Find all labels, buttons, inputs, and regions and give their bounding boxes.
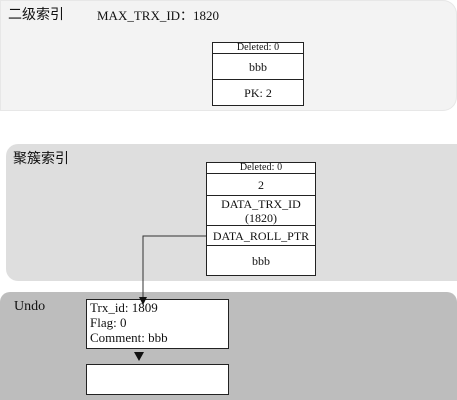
clustered-index-title: 聚簇索引 [13,152,69,167]
secondary-record-header: Deleted: 0 [236,42,280,53]
clustered-record-roll-ptr: DATA_ROLL_PTR [207,225,315,245]
undo-title: Undo [14,299,46,314]
clustered-index-record: Deleted: 0 2 DATA_TRX_ID (1820) DATA_ROL… [206,162,316,276]
undo-comment: Comment: bbb [90,330,168,345]
clustered-record-comment: bbb [207,245,315,275]
clustered-record-id: 2 [207,173,315,195]
secondary-index-title: 二级索引 [8,8,64,23]
clustered-trx-id-value: (1820) [245,210,277,225]
secondary-record-key: bbb [213,53,303,79]
clustered-trx-id-label: DATA_TRX_ID [221,196,301,211]
undo-record: Trx_id: 1809 Flag: 0 Comment: bbb [86,299,229,349]
clustered-record-header: Deleted: 0 [239,162,283,173]
secondary-index-record: Deleted: 0 bbb PK: 2 [212,42,304,106]
clustered-record-trx-id: DATA_TRX_ID (1820) [207,195,315,225]
secondary-record-pk: PK: 2 [213,79,303,105]
max-trx-id-label: MAX_TRX_ID：1820 [97,8,220,23]
undo-flag: Flag: 0 [90,315,127,330]
undo-record-empty [86,364,229,395]
undo-trx-id: Trx_id: 1809 [90,300,158,315]
